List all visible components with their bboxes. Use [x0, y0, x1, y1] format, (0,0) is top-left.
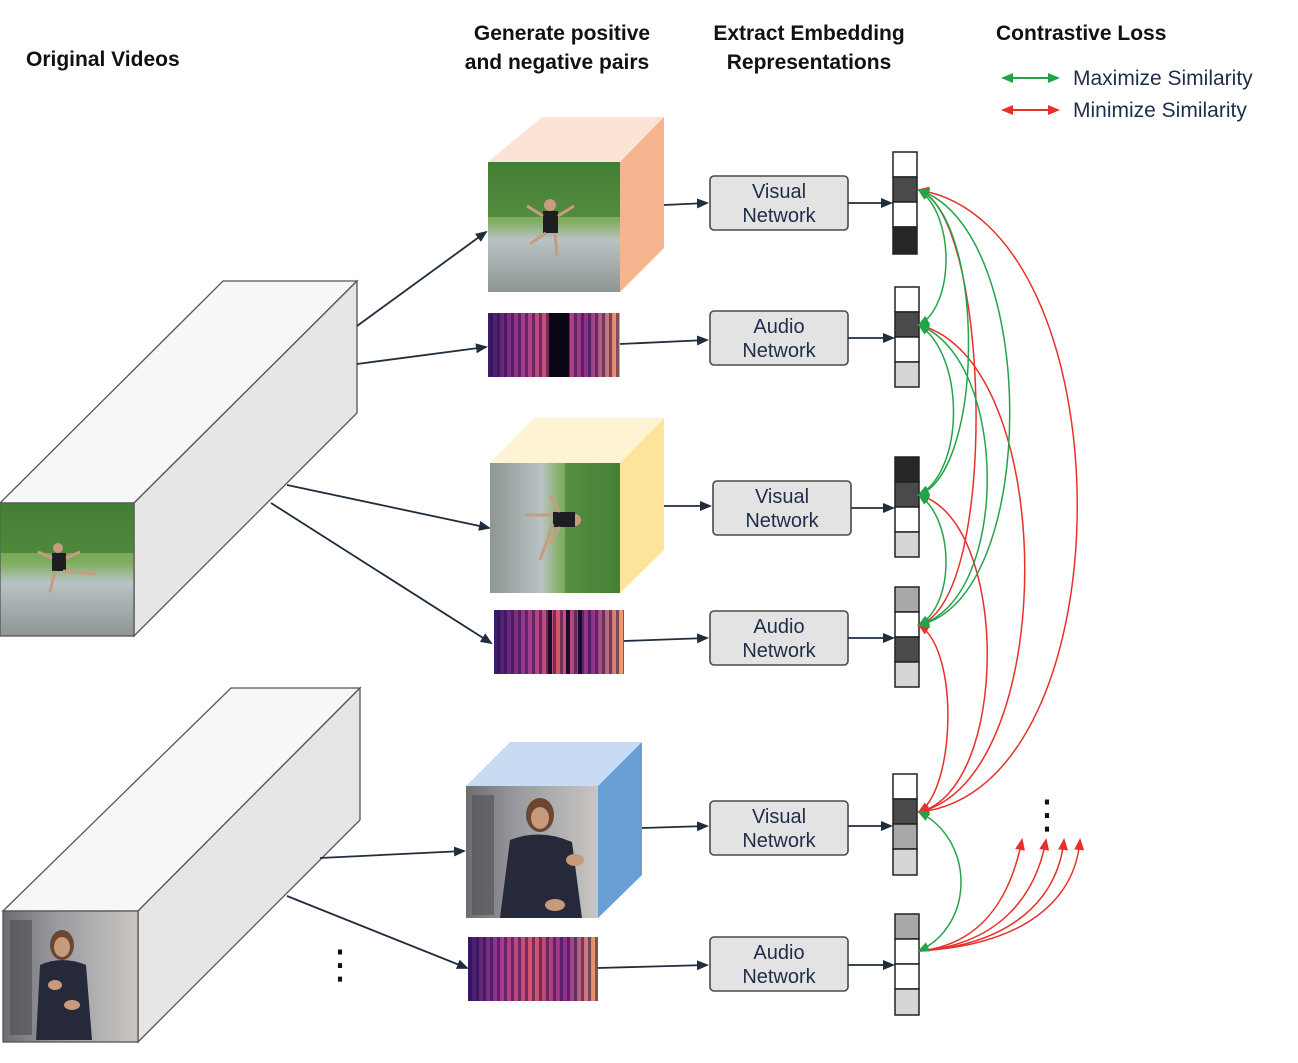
audio-network-3-line1: Audio — [753, 942, 804, 964]
visual-network-2-line1: Visual — [755, 486, 809, 508]
visual-network-1-line1: Visual — [752, 181, 806, 203]
legend-minimize-label: Minimize Similarity — [1073, 99, 1247, 122]
spectrogram-1 — [488, 313, 620, 377]
audio-network-2: Audio Network — [709, 610, 849, 666]
legend-maximize-label: Maximize Similarity — [1073, 67, 1253, 90]
embedding-vector-1 — [892, 151, 918, 255]
network-to-embedding-arrows — [848, 198, 895, 970]
maximize-similarity-arcs — [917, 188, 1011, 952]
visual-network-2-line2: Network — [745, 510, 819, 532]
more-pairs-ellipsis: ⋮ — [1027, 792, 1067, 838]
original-video-2 — [1, 686, 362, 1044]
audio-network-2-line1: Audio — [753, 616, 804, 638]
header-extract-line1: Extract Embedding — [713, 22, 904, 45]
spectrogram-2 — [494, 610, 624, 674]
embedding-vector-4 — [894, 586, 920, 688]
video-frame-hallway-thumbnail — [10, 920, 92, 1040]
header-generate-line2: and negative pairs — [465, 51, 649, 74]
audio-network-1-line2: Network — [742, 340, 816, 362]
legend: Maximize Similarity Minimize Similarity — [1001, 67, 1253, 122]
original-video-1 — [0, 279, 359, 638]
pair-to-network-arrows — [597, 198, 712, 971]
more-videos-ellipsis: ⋮ — [320, 942, 360, 988]
audio-network-2-line2: Network — [742, 640, 816, 662]
video-clip-cube-1 — [488, 117, 664, 292]
video-frame-river-thumbnail — [0, 503, 134, 593]
spectrogram-3 — [468, 937, 598, 1001]
visual-network-3-line1: Visual — [752, 806, 806, 828]
minimize-similarity-arcs — [917, 186, 1085, 952]
video-clip-cube-2 — [490, 418, 664, 593]
embedding-vector-3 — [894, 456, 920, 558]
audio-network-1: Audio Network — [709, 310, 849, 366]
visual-network-1-line2: Network — [742, 205, 816, 227]
embedding-vector-5 — [892, 773, 918, 876]
video-to-pair-arrows — [270, 230, 493, 969]
embedding-vector-6 — [894, 913, 920, 1016]
embedding-vector-2 — [894, 286, 920, 388]
audio-network-3: Audio Network — [709, 936, 849, 992]
header-contrastive-loss: Contrastive Loss — [996, 22, 1166, 45]
visual-network-1: Visual Network — [709, 175, 849, 231]
header-generate-line1: Generate positive — [474, 22, 650, 45]
visual-network-2: Visual Network — [712, 480, 852, 536]
video-clip-cube-3 — [466, 742, 642, 918]
audio-network-1-line1: Audio — [753, 316, 804, 338]
header-original-videos: Original Videos — [26, 48, 180, 71]
audio-network-3-line2: Network — [742, 966, 816, 988]
visual-network-3: Visual Network — [709, 800, 849, 856]
header-extract-line2: Representations — [727, 51, 892, 74]
visual-network-3-line2: Network — [742, 830, 816, 852]
